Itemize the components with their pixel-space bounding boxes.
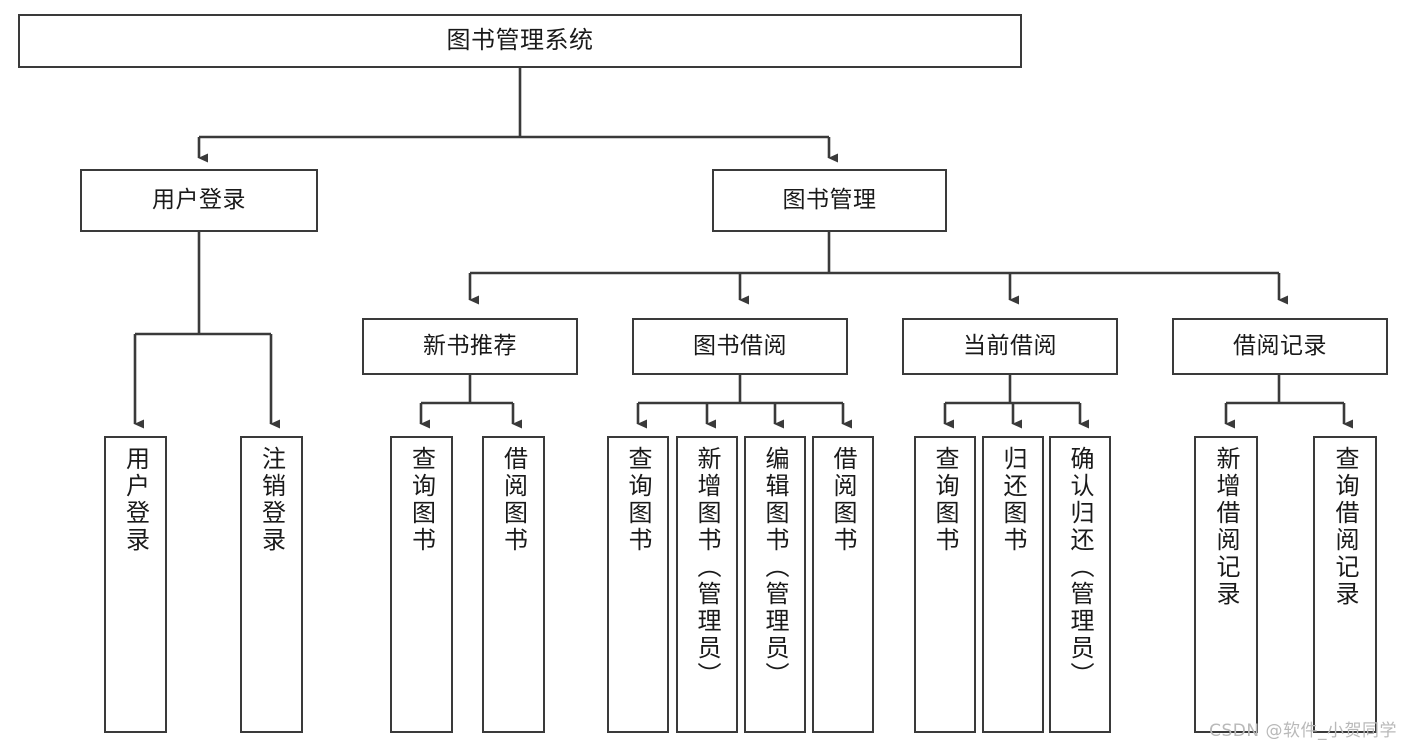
- leaf-borrow-edit-book-admin[interactable]: 编辑图书（管理员）: [744, 436, 806, 733]
- leaf-current-return-book[interactable]: 归还图书: [982, 436, 1044, 733]
- leaf-user-login-login[interactable]: 用户登录: [104, 436, 167, 733]
- leaf-record-query-record[interactable]: 查询借阅记录: [1313, 436, 1377, 733]
- node-label: 图书管理: [782, 187, 877, 214]
- leaf-borrow-add-book-admin[interactable]: 新增图书（管理员）: [676, 436, 738, 733]
- node-label: 借阅图书: [499, 446, 528, 554]
- node-label: 编辑图书（管理员）: [761, 446, 789, 689]
- node-root-system[interactable]: 图书管理系统: [18, 14, 1022, 68]
- node-label: 图书借阅: [693, 333, 787, 360]
- leaf-record-add-record[interactable]: 新增借阅记录: [1194, 436, 1258, 733]
- node-label: 注销登录: [257, 446, 286, 554]
- node-label: 用户登录: [152, 187, 246, 214]
- node-new-book-recommend[interactable]: 新书推荐: [362, 318, 578, 375]
- leaf-borrow-borrow-book[interactable]: 借阅图书: [812, 436, 874, 733]
- node-label: 借阅图书: [829, 446, 857, 554]
- node-label: 归还图书: [999, 446, 1027, 554]
- node-label: 新书推荐: [423, 333, 517, 360]
- node-label: 查询借阅记录: [1331, 446, 1359, 608]
- leaf-current-query-book[interactable]: 查询图书: [914, 436, 976, 733]
- node-label: 借阅记录: [1233, 333, 1327, 360]
- node-label: 查询图书: [931, 446, 959, 554]
- node-label: 用户登录: [121, 446, 150, 554]
- node-label: 查询图书: [407, 446, 436, 554]
- node-borrow-record[interactable]: 借阅记录: [1172, 318, 1388, 375]
- node-label: 新增图书（管理员）: [693, 446, 721, 689]
- node-label: 图书管理系统: [446, 26, 594, 55]
- leaf-recommend-query-book[interactable]: 查询图书: [390, 436, 453, 733]
- node-label: 确认归还（管理员）: [1066, 446, 1094, 689]
- node-book-management[interactable]: 图书管理: [712, 169, 947, 232]
- node-book-borrow[interactable]: 图书借阅: [632, 318, 848, 375]
- node-label: 查询图书: [624, 446, 652, 554]
- node-label: 新增借阅记录: [1212, 446, 1240, 608]
- leaf-current-confirm-return-admin[interactable]: 确认归还（管理员）: [1049, 436, 1111, 733]
- leaf-user-login-logout[interactable]: 注销登录: [240, 436, 303, 733]
- node-user-login[interactable]: 用户登录: [80, 169, 318, 232]
- node-current-borrow[interactable]: 当前借阅: [902, 318, 1118, 375]
- leaf-borrow-query-book[interactable]: 查询图书: [607, 436, 669, 733]
- node-label: 当前借阅: [963, 333, 1057, 360]
- leaf-recommend-borrow-book[interactable]: 借阅图书: [482, 436, 545, 733]
